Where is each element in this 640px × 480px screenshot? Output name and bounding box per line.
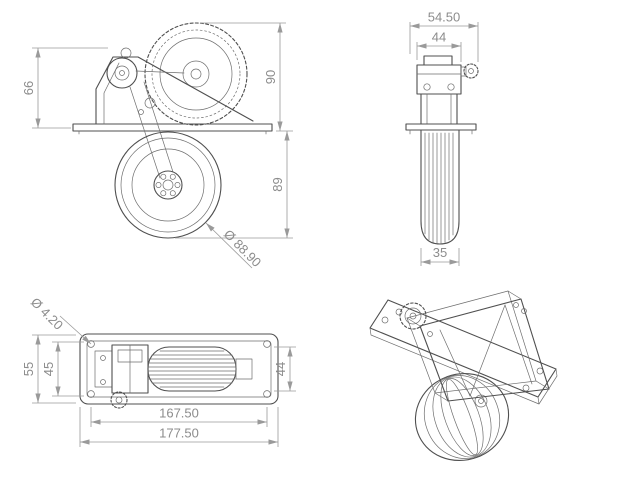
drive-gear-front bbox=[463, 63, 479, 79]
dim-text-89: 89 bbox=[270, 177, 285, 191]
dim-text-54-50: 54.50 bbox=[428, 10, 461, 25]
dim-text-66: 66 bbox=[21, 81, 36, 95]
dim-text-55: 55 bbox=[21, 362, 36, 376]
base-plate-outline bbox=[79, 333, 279, 405]
dim-text-90: 90 bbox=[263, 70, 278, 84]
mount-plate-side bbox=[72, 123, 273, 135]
main-wheel bbox=[114, 131, 222, 239]
side-view: 66 90 89 Ø 88.90 bbox=[21, 22, 293, 270]
top-view: Ø 4.20 55 45 44 167.50 bbox=[21, 295, 296, 447]
iso-truss-bracket bbox=[406, 290, 550, 402]
front-tire bbox=[420, 129, 460, 245]
dimension-plate-width-outer: 55 bbox=[21, 334, 76, 404]
dimension-deployed-height: 89 bbox=[175, 131, 293, 239]
dimension-bracket-height: 66 bbox=[21, 47, 108, 129]
drive-gear-top bbox=[110, 391, 128, 409]
dimension-length-outer: 177.50 bbox=[79, 407, 279, 447]
iso-gear bbox=[399, 302, 427, 330]
dimension-housing-width: 44 bbox=[416, 30, 462, 62]
dimension-overall-width: 54.50 bbox=[409, 10, 479, 62]
dimension-mechanism-width: 44 bbox=[273, 346, 296, 392]
dim-text-wheel-diameter: Ø 88.90 bbox=[221, 227, 264, 270]
dimension-stowed-height: 90 bbox=[200, 22, 293, 132]
mount-plate-front bbox=[405, 123, 477, 135]
dimension-plate-width-inner: 45 bbox=[41, 341, 84, 397]
dim-text-44-front: 44 bbox=[432, 30, 446, 45]
dim-text-44-top: 44 bbox=[273, 362, 288, 376]
dimension-length-inner: 167.50 bbox=[90, 406, 268, 427]
iso-wheel-hub bbox=[474, 394, 488, 408]
pivot-bracket bbox=[95, 47, 254, 179]
actuator-motor bbox=[147, 346, 253, 392]
dim-text-35: 35 bbox=[433, 245, 447, 260]
dim-text-167-50: 167.50 bbox=[159, 406, 199, 421]
iso-base-plate bbox=[369, 299, 558, 405]
dimension-wheel-diameter: Ø 88.90 bbox=[205, 222, 264, 270]
isometric-view bbox=[369, 290, 558, 462]
fork bbox=[420, 93, 458, 125]
retract-mechanism bbox=[94, 344, 149, 394]
dim-text-45: 45 bbox=[41, 362, 56, 376]
front-view: 54.50 44 35 bbox=[405, 10, 479, 266]
stowed-wheel bbox=[144, 22, 248, 126]
iso-wheel bbox=[414, 372, 510, 462]
dimension-tire-width: 35 bbox=[420, 245, 460, 266]
dim-text-hole-diameter: Ø 4.20 bbox=[28, 295, 66, 333]
dim-text-177-50: 177.50 bbox=[159, 426, 199, 441]
gear-motor-housing bbox=[416, 55, 479, 95]
